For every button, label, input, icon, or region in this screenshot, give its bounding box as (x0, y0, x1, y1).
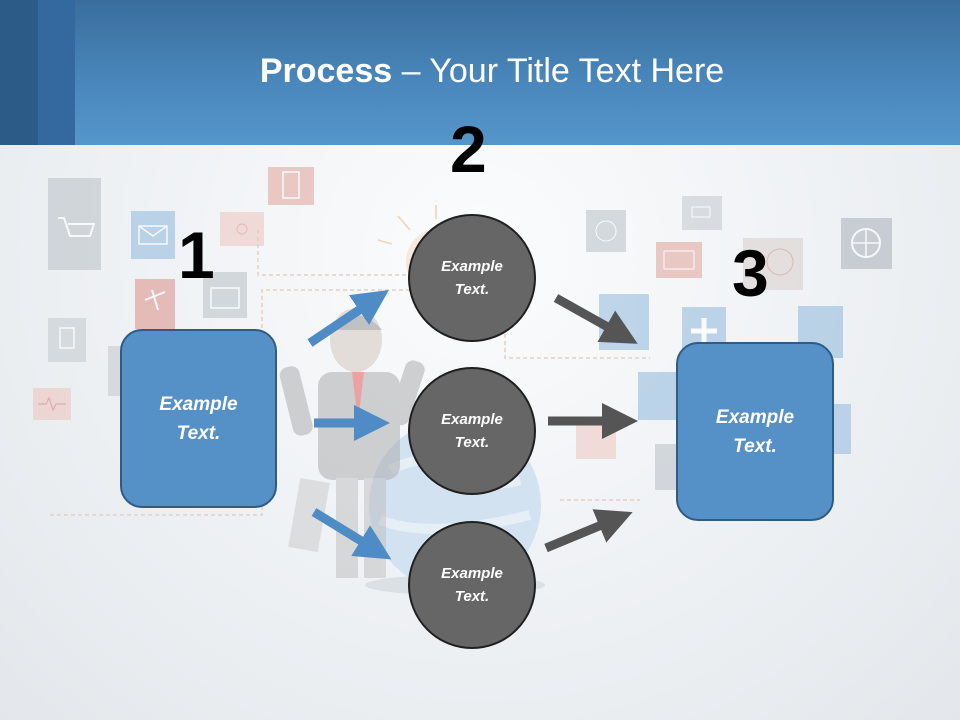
step-3-text: Example Text. (715, 406, 795, 457)
step-number-2: 2 (450, 112, 487, 186)
card-tile-icon (656, 242, 702, 278)
step-number-1: 1 (178, 218, 215, 292)
circle-text: Example Text. (441, 258, 503, 298)
slide-header (0, 0, 960, 145)
step-2-circle-top: Example Text. (408, 214, 536, 342)
header-accent-band (38, 0, 75, 145)
title-bold: Process (259, 52, 393, 90)
mail-tile-icon (131, 211, 175, 259)
wifi-tile-icon (599, 294, 649, 350)
battery-tile-icon (682, 196, 722, 230)
circle-text: Example Text. (441, 565, 503, 605)
step-2-circle-middle: Example Text. (408, 367, 536, 495)
plane-tile-icon (135, 279, 175, 329)
molecule-tile-icon (220, 212, 264, 246)
brain-tile-icon (576, 425, 616, 459)
step-1-text: Example Text. (159, 393, 238, 444)
header-accent-band (0, 0, 38, 145)
clipboard-tile-icon (48, 318, 86, 362)
circle-text: Example Text. (441, 411, 503, 451)
people-tile-icon (638, 372, 682, 420)
atom-tile-icon (586, 210, 626, 252)
step-2-circle-bottom: Example Text. (408, 521, 536, 649)
step-3-box: Example Text. (676, 342, 834, 521)
title-rest: – Your Title Text Here (392, 52, 725, 90)
slide-title: Process – Your Title Text Here (0, 52, 960, 91)
step-number-3: 3 (732, 236, 769, 310)
step-1-box: Example Text. (120, 329, 277, 508)
